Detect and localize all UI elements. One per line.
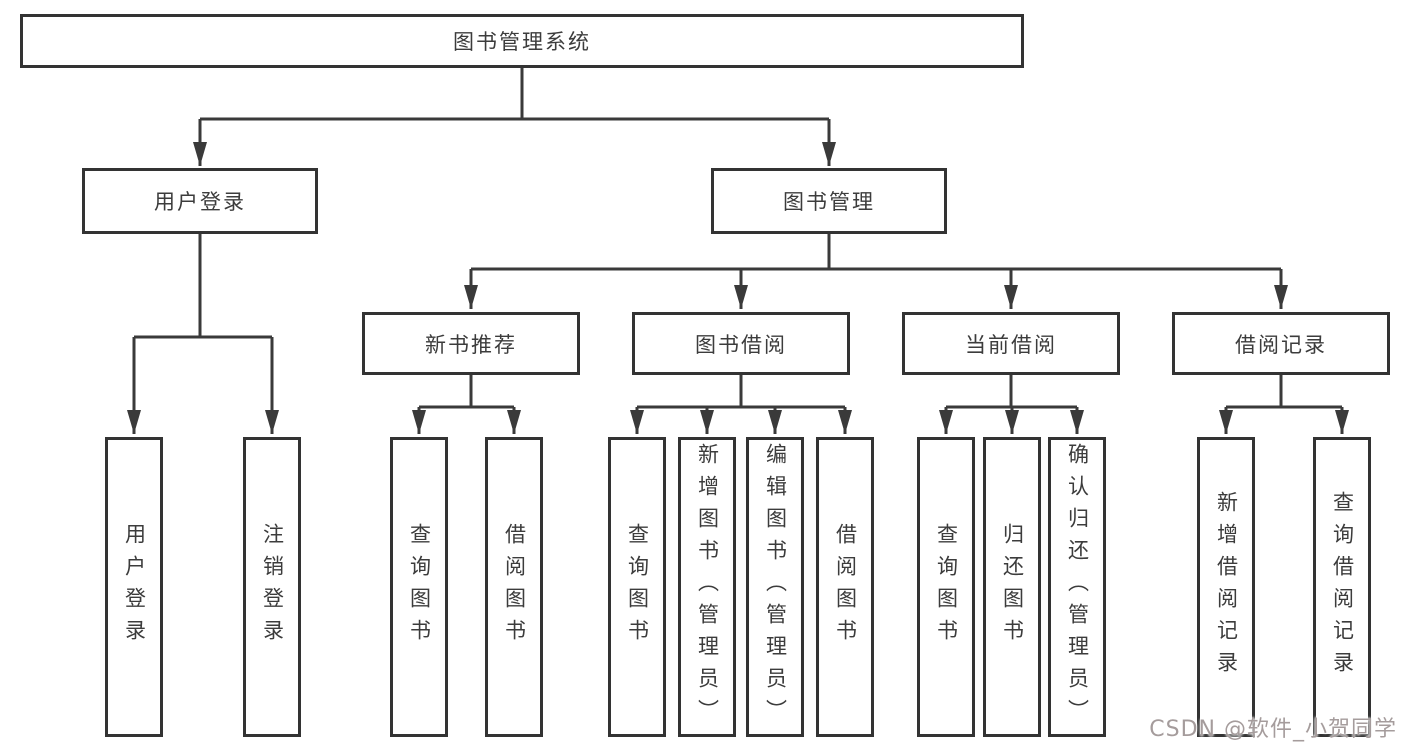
leaf-edit-books-admin: 编辑图书（管理员） bbox=[746, 437, 804, 737]
leaf-label: 注销登录 bbox=[260, 523, 285, 651]
leaf-search-borrow-record: 查询借阅记录 bbox=[1313, 437, 1371, 737]
leaf-borrow-books-newrec: 借阅图书 bbox=[485, 437, 543, 737]
node-book-management: 图书管理 bbox=[711, 168, 947, 234]
leaf-label: 确认归还（管理员） bbox=[1065, 443, 1090, 731]
leaf-label: 查询借阅记录 bbox=[1330, 491, 1355, 683]
node-book-borrowing: 图书借阅 bbox=[632, 312, 850, 375]
leaf-label: 编辑图书（管理员） bbox=[763, 443, 788, 731]
leaf-label: 归还图书 bbox=[1000, 523, 1025, 651]
leaf-label: 查询图书 bbox=[625, 523, 650, 651]
node-library-management-system: 图书管理系统 bbox=[20, 14, 1024, 68]
leaf-user-login: 用户登录 bbox=[105, 437, 163, 737]
leaf-label: 用户登录 bbox=[122, 523, 147, 651]
leaf-label: 查询图书 bbox=[407, 523, 432, 651]
leaf-search-books-current: 查询图书 bbox=[917, 437, 975, 737]
node-current-borrowing: 当前借阅 bbox=[902, 312, 1120, 375]
leaf-label: 借阅图书 bbox=[833, 523, 858, 651]
leaf-add-books-admin: 新增图书（管理员） bbox=[678, 437, 736, 737]
leaf-return-books: 归还图书 bbox=[983, 437, 1041, 737]
node-borrow-records: 借阅记录 bbox=[1172, 312, 1390, 375]
leaf-confirm-return-admin: 确认归还（管理员） bbox=[1048, 437, 1106, 737]
leaf-logout-login: 注销登录 bbox=[243, 437, 301, 737]
node-new-book-recommend: 新书推荐 bbox=[362, 312, 580, 375]
leaf-search-books-newrec: 查询图书 bbox=[390, 437, 448, 737]
leaf-label: 借阅图书 bbox=[502, 523, 527, 651]
leaf-borrow-books-borrowing: 借阅图书 bbox=[816, 437, 874, 737]
leaf-search-books-borrowing: 查询图书 bbox=[608, 437, 666, 737]
leaf-label: 新增图书（管理员） bbox=[695, 443, 720, 731]
leaf-label: 查询图书 bbox=[934, 523, 959, 651]
node-user-login: 用户登录 bbox=[82, 168, 318, 234]
leaf-add-borrow-record: 新增借阅记录 bbox=[1197, 437, 1255, 737]
leaf-label: 新增借阅记录 bbox=[1214, 491, 1239, 683]
csdn-watermark: CSDN @软件_小贺同学 bbox=[1149, 717, 1397, 742]
